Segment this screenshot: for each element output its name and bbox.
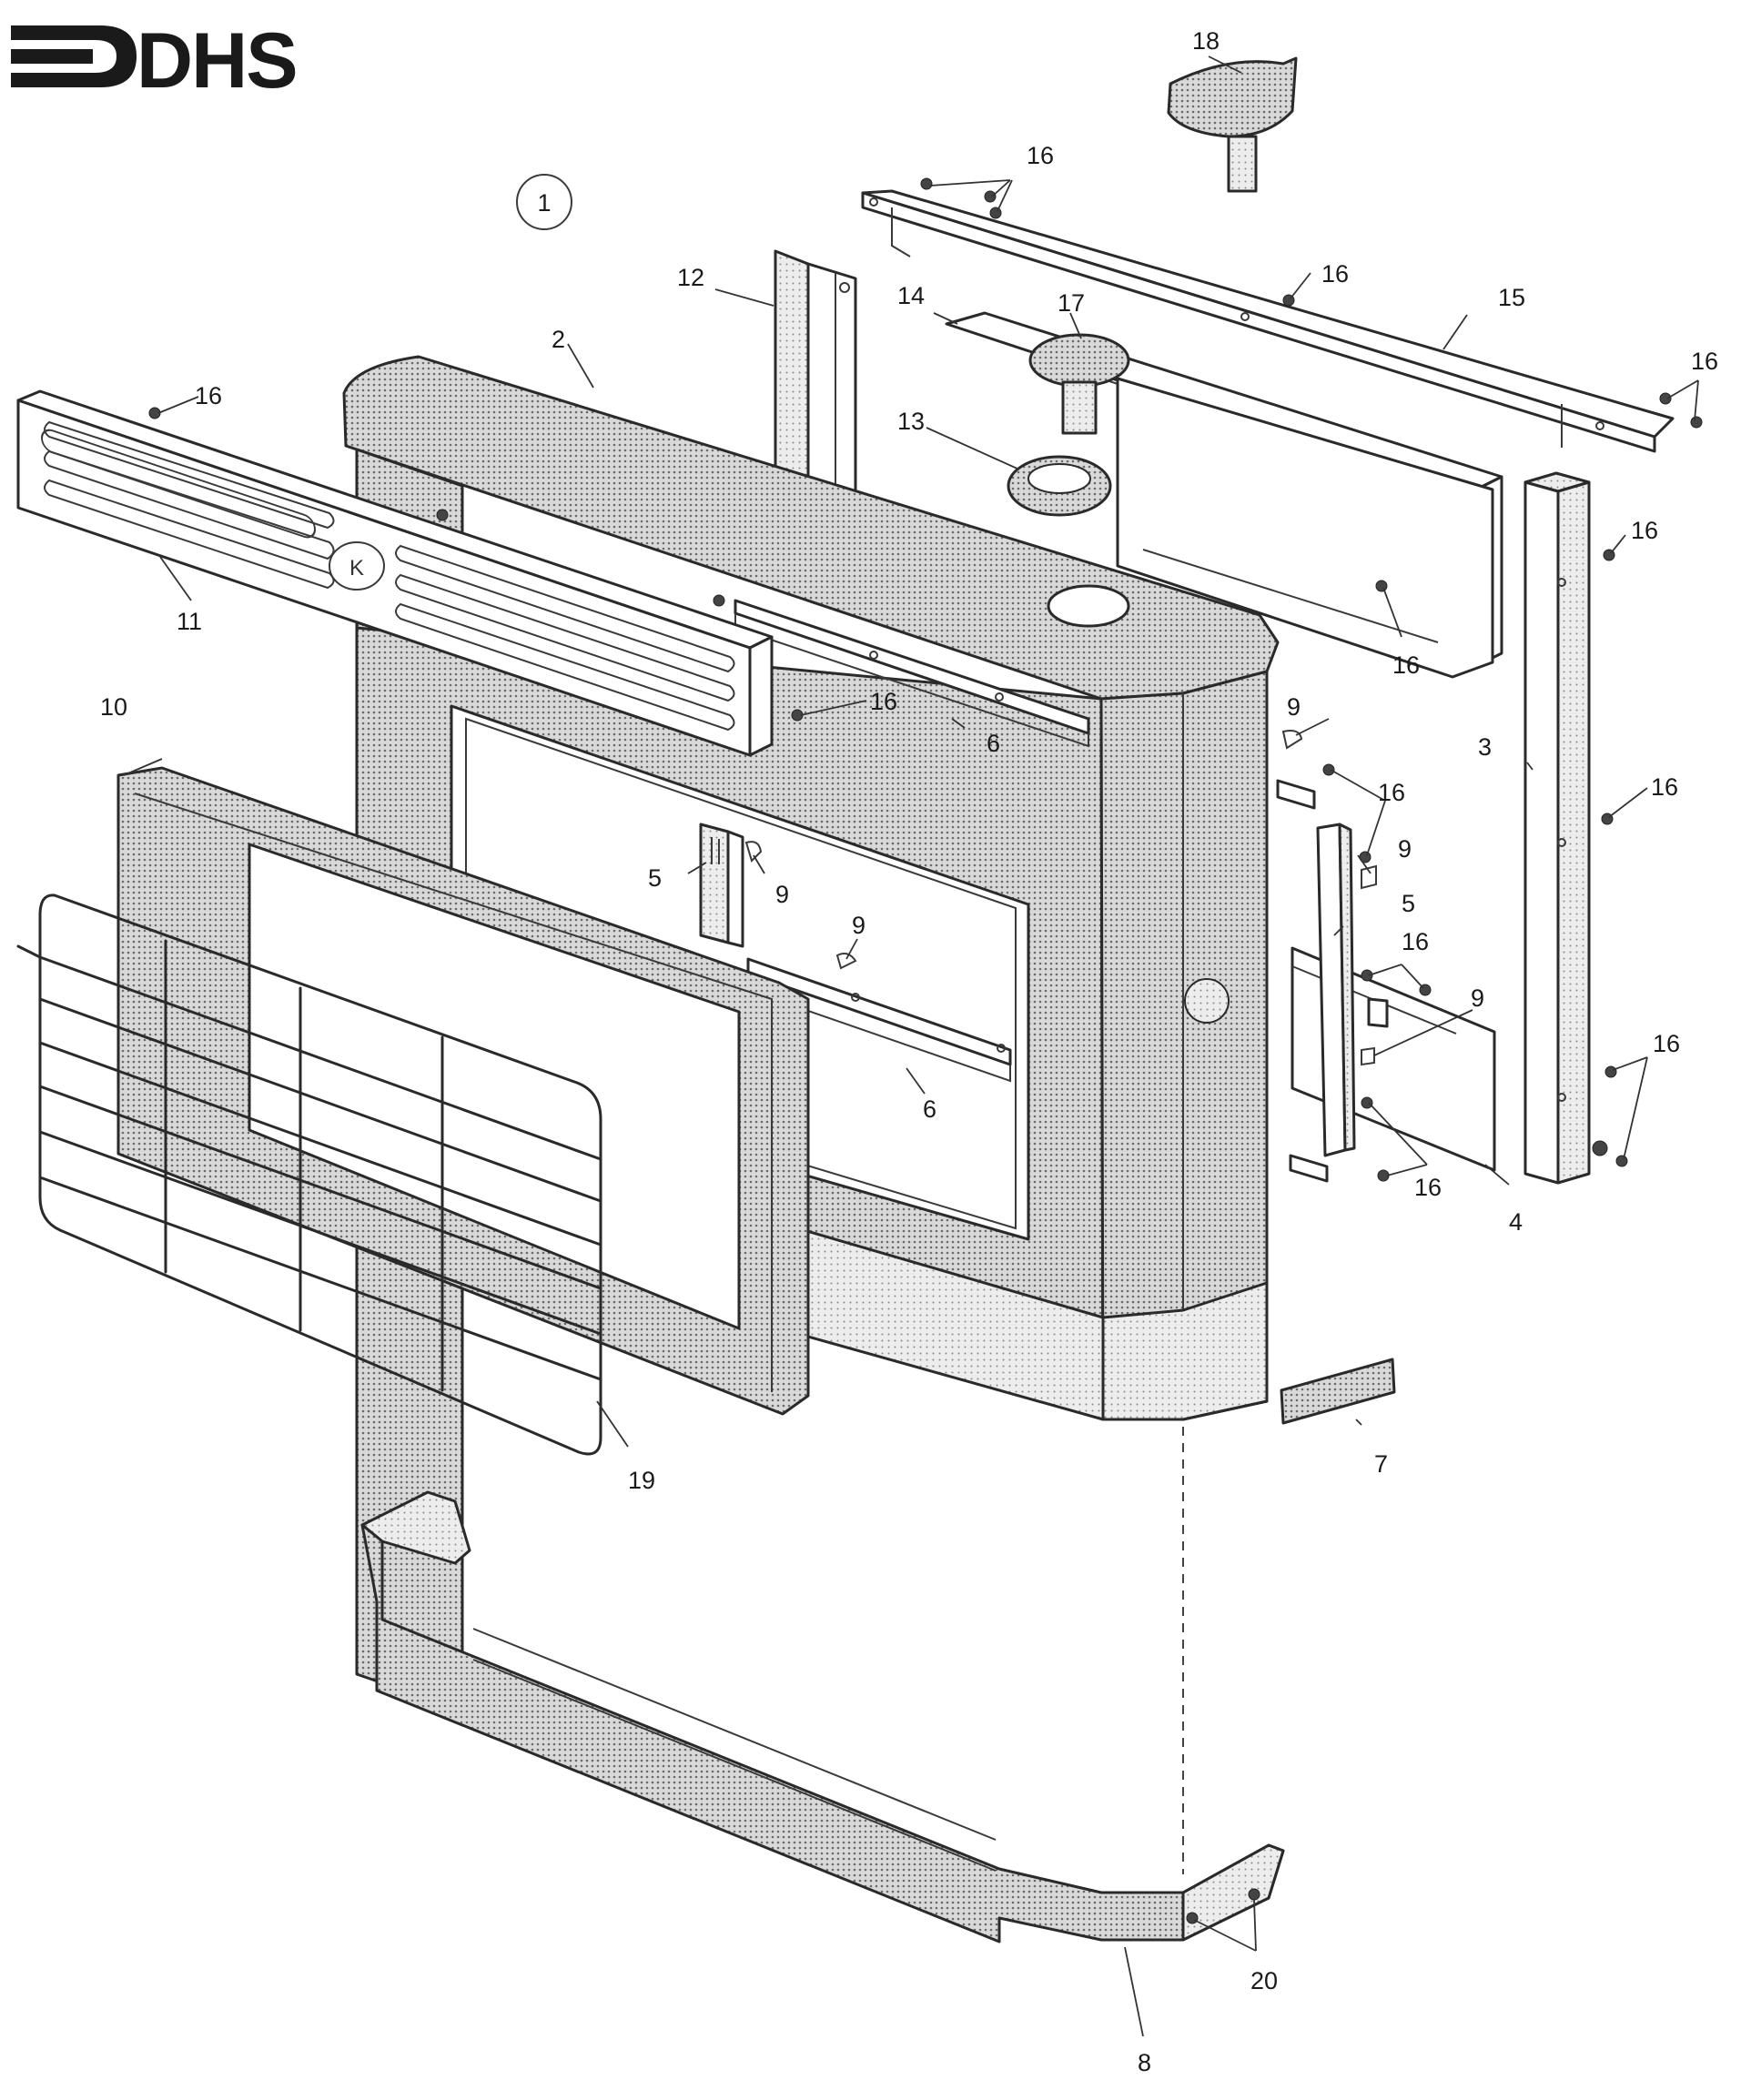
callout-16-bracket: 16 [870,688,897,715]
callout-16-strip: 16 [1378,779,1405,806]
callout-7: 7 [1374,1450,1388,1478]
svg-text:K: K [349,556,364,581]
leader-lines [123,56,1699,2037]
part-19-wire-guard [16,894,602,1456]
callout-9-upper-right: 9 [1287,693,1301,721]
callout-16-post-bottom: 16 [1653,1030,1680,1057]
callout-15: 15 [1498,284,1525,311]
callout-2: 2 [552,326,565,353]
callout-16-rail: 16 [1321,260,1349,288]
callout-3: 3 [1478,733,1492,761]
callout-4: 4 [1509,1208,1523,1236]
callout-16-plate: 16 [1402,928,1429,955]
logo-arrow-mark [11,25,137,87]
part-12-rear-strip [774,249,857,524]
part-10-front-frame [116,766,810,1416]
callout-9-plate: 9 [1471,984,1484,1012]
callout-9-left: 9 [775,881,789,908]
callout-14: 14 [897,282,925,309]
callout-16-post-top: 16 [1631,517,1658,544]
part-5-right-strip [1276,779,1389,1183]
part-8-base-plinth [360,1490,1285,1944]
part-6-upper-bracket [734,599,1090,748]
casing-top-vent-hole [1047,584,1130,628]
callout-16-rear: 16 [1392,651,1420,679]
part-18-control-knob [1167,56,1298,193]
part-15-top-rail [861,189,1675,453]
part-5-left-post [699,823,744,948]
callout-labels: 18 16 16 15 16 12 14 17 13 2 16 16 16 11… [100,27,1718,2076]
callout-10: 10 [100,693,127,721]
callout-16-bottom: 16 [1414,1174,1442,1201]
view-number: 1 [537,189,551,217]
part-13-bezel-ring [1007,455,1112,517]
callout-12: 12 [677,264,704,291]
callout-16-top: 16 [1027,142,1054,169]
view-number-marker: 1 [516,174,572,230]
callout-11: 11 [177,608,202,635]
callout-20: 20 [1250,1967,1278,1994]
callout-17: 17 [1058,289,1085,317]
callout-5-right: 5 [1402,890,1415,917]
logo-arrow-bar [11,49,93,64]
callout-6-lower: 6 [923,1095,936,1123]
part-3-right-post [1523,471,1591,1185]
callout-9-strip: 9 [1398,835,1412,863]
callout-18: 18 [1192,27,1220,55]
logo-text: DHS [137,17,297,105]
callout-6-upper: 6 [987,730,1000,757]
callout-16-right-top: 16 [1691,348,1718,375]
callout-9-centre: 9 [852,912,865,939]
rear-cover-panel [1116,377,1494,679]
part-11-louvre-grille: K [16,389,774,757]
callout-19: 19 [628,1467,655,1494]
dhs-logo: DHS [0,0,391,107]
callout-5-left: 5 [648,864,662,892]
callout-16-grille: 16 [195,382,222,409]
callout-8: 8 [1138,2049,1151,2076]
callout-16-post-mid: 16 [1651,773,1678,801]
part-7-badge [1280,1358,1396,1425]
part-17-control-knob [1028,333,1130,435]
callout-13: 13 [897,408,925,435]
